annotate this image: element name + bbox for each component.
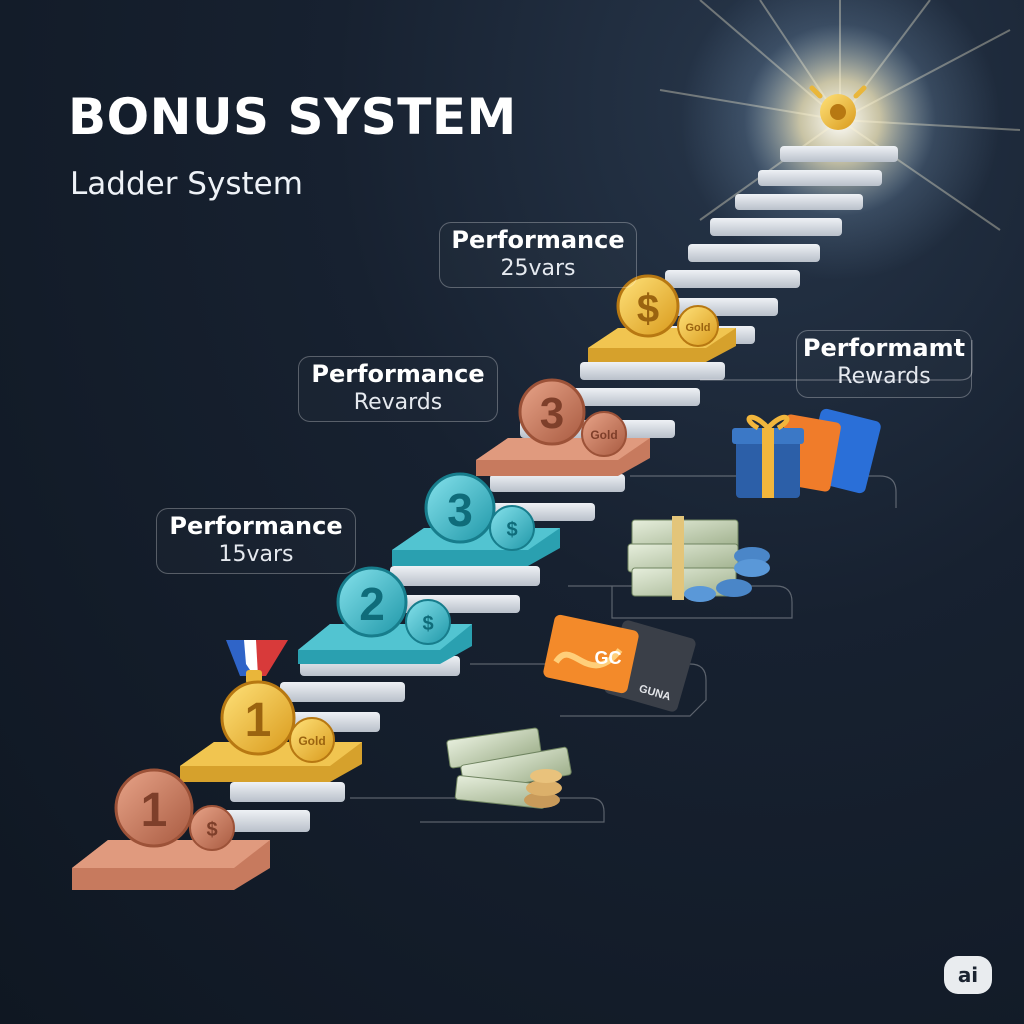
coin-gold-1: 1 bbox=[220, 680, 296, 756]
cash-stack-icon bbox=[627, 516, 770, 602]
callout-heading: Performance bbox=[169, 512, 343, 540]
coin-bronze-3-number: 3 bbox=[540, 389, 564, 438]
reward-connectors bbox=[350, 340, 973, 823]
coin-teal-small-2: $ bbox=[405, 599, 451, 645]
cash-bundle-icon bbox=[446, 727, 572, 809]
coin-gold-small-top-label: Gold bbox=[685, 322, 710, 334]
coin-teal-small-2-label: $ bbox=[422, 613, 433, 635]
trophy-icon bbox=[809, 85, 867, 130]
gift-card-icon: GUNA GC bbox=[543, 614, 696, 712]
coin-gold-small-top: Gold bbox=[677, 305, 719, 347]
callout-subtext: Rewards bbox=[837, 364, 931, 389]
coin-gold-top: $ bbox=[616, 274, 680, 338]
callout-performamt-rewards: Performamt Rewards bbox=[796, 330, 972, 398]
coin-teal-3: 3 bbox=[424, 472, 496, 544]
tier-platform-bronze-1 bbox=[72, 840, 270, 890]
callout-subtext: 25vars bbox=[500, 256, 576, 281]
callout-performance-25vars: Performance 25vars bbox=[439, 222, 637, 288]
coin-bronze-1-number: 1 bbox=[141, 784, 168, 837]
callout-subtext: Revards bbox=[353, 390, 443, 415]
coin-gold-small-1-label: Gold bbox=[298, 734, 325, 748]
coin-bronze-small-1: $ bbox=[189, 805, 235, 851]
coin-teal-3-number: 3 bbox=[447, 484, 473, 536]
medal-ribbon-icon bbox=[226, 640, 288, 684]
coin-bronze-small-3: Gold bbox=[581, 411, 627, 457]
callout-subtext: 15vars bbox=[218, 542, 294, 567]
coin-teal-small-3-label: $ bbox=[506, 519, 517, 541]
callout-heading: Performamt bbox=[802, 334, 966, 362]
gift-box-icon bbox=[732, 408, 881, 498]
callout-heading: Performance bbox=[451, 226, 625, 254]
coin-bronze-small-1-label: $ bbox=[206, 819, 217, 841]
coin-gold-1-number: 1 bbox=[245, 694, 272, 747]
coin-bronze-1: 1 bbox=[114, 768, 194, 848]
coin-gold-top-number: $ bbox=[637, 287, 659, 331]
coin-teal-2-number: 2 bbox=[359, 578, 385, 630]
page-title: BONUS SYSTEM bbox=[68, 88, 517, 146]
callout-performance-15vars: Performance 15vars bbox=[156, 508, 356, 574]
callout-heading: Performance bbox=[311, 360, 485, 388]
glow-burst bbox=[659, 0, 1021, 280]
coin-gold-small-1: Gold bbox=[289, 717, 335, 763]
coin-teal-small-3: $ bbox=[489, 505, 535, 551]
page-subtitle: Ladder System bbox=[70, 166, 303, 202]
coin-bronze-small-3-label: Gold bbox=[590, 428, 617, 442]
callout-performance-revards: Performance Revards bbox=[298, 356, 498, 422]
gift-card-label: GC bbox=[595, 648, 622, 668]
coin-bronze-3: 3 bbox=[518, 378, 586, 446]
coin-teal-2: 2 bbox=[336, 566, 408, 638]
ai-badge: ai bbox=[944, 956, 992, 994]
